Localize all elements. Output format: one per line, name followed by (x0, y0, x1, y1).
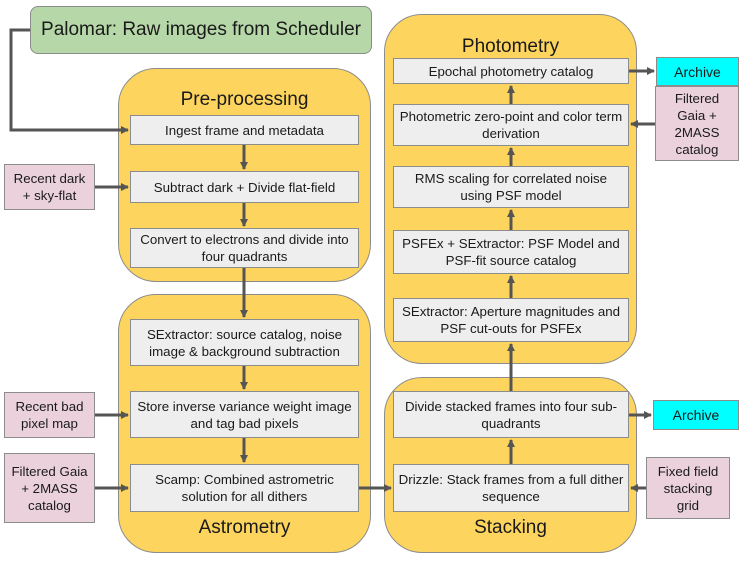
photometry-step-zeropoint: Photometric zero-point and color term de… (393, 104, 629, 146)
source-header-label: Palomar: Raw images from Scheduler (41, 19, 361, 40)
preprocessing-step-electrons: Convert to electrons and divide into fou… (130, 228, 359, 268)
photometry-step-rms: RMS scaling for correlated noise using P… (393, 166, 629, 208)
stacking-title: Stacking (474, 517, 547, 538)
photometry-title: Photometry (461, 36, 560, 57)
preprocessing-title: Pre-processing (180, 89, 309, 110)
astrometry-step-sextractor: SExtractor: source catalog, noise image … (130, 319, 359, 366)
input-fixed-stacking-grid: Fixed field stacking grid (646, 457, 730, 519)
stacking-step-drizzle: Drizzle: Stack frames from a full dither… (393, 464, 629, 512)
astrometry-step-weight: Store inverse variance weight image and … (130, 391, 359, 438)
input-bad-pixel-map: Recent bad pixel map (4, 392, 95, 438)
photometry-step-epochal: Epochal photometry catalog (393, 58, 629, 84)
input-gaia-astrometry: Filtered Gaia + 2MASS catalog (4, 453, 95, 523)
preprocessing-step-dark-flat: Subtract dark + Divide flat-field (130, 171, 359, 203)
source-header-box: Palomar: Raw images from Scheduler (30, 6, 372, 54)
photometry-step-psfex: PSFEx + SExtractor: PSF Model and PSF-fi… (393, 230, 629, 274)
archive-stacking: Archive (653, 400, 739, 430)
astrometry-title: Astrometry (198, 517, 291, 538)
photometry-step-aperture: SExtractor: Aperture magnitudes and PSF … (393, 298, 629, 342)
archive-photometry: Archive (656, 57, 739, 86)
preprocessing-step-ingest: Ingest frame and metadata (130, 115, 359, 145)
input-gaia-photometry: Filtered Gaia + 2MASS catalog (655, 86, 739, 161)
input-dark-flat: Recent dark + sky-flat (4, 164, 95, 210)
stacking-step-divide: Divide stacked frames into four sub-quad… (393, 391, 629, 438)
astrometry-step-scamp: Scamp: Combined astrometric solution for… (130, 464, 359, 512)
